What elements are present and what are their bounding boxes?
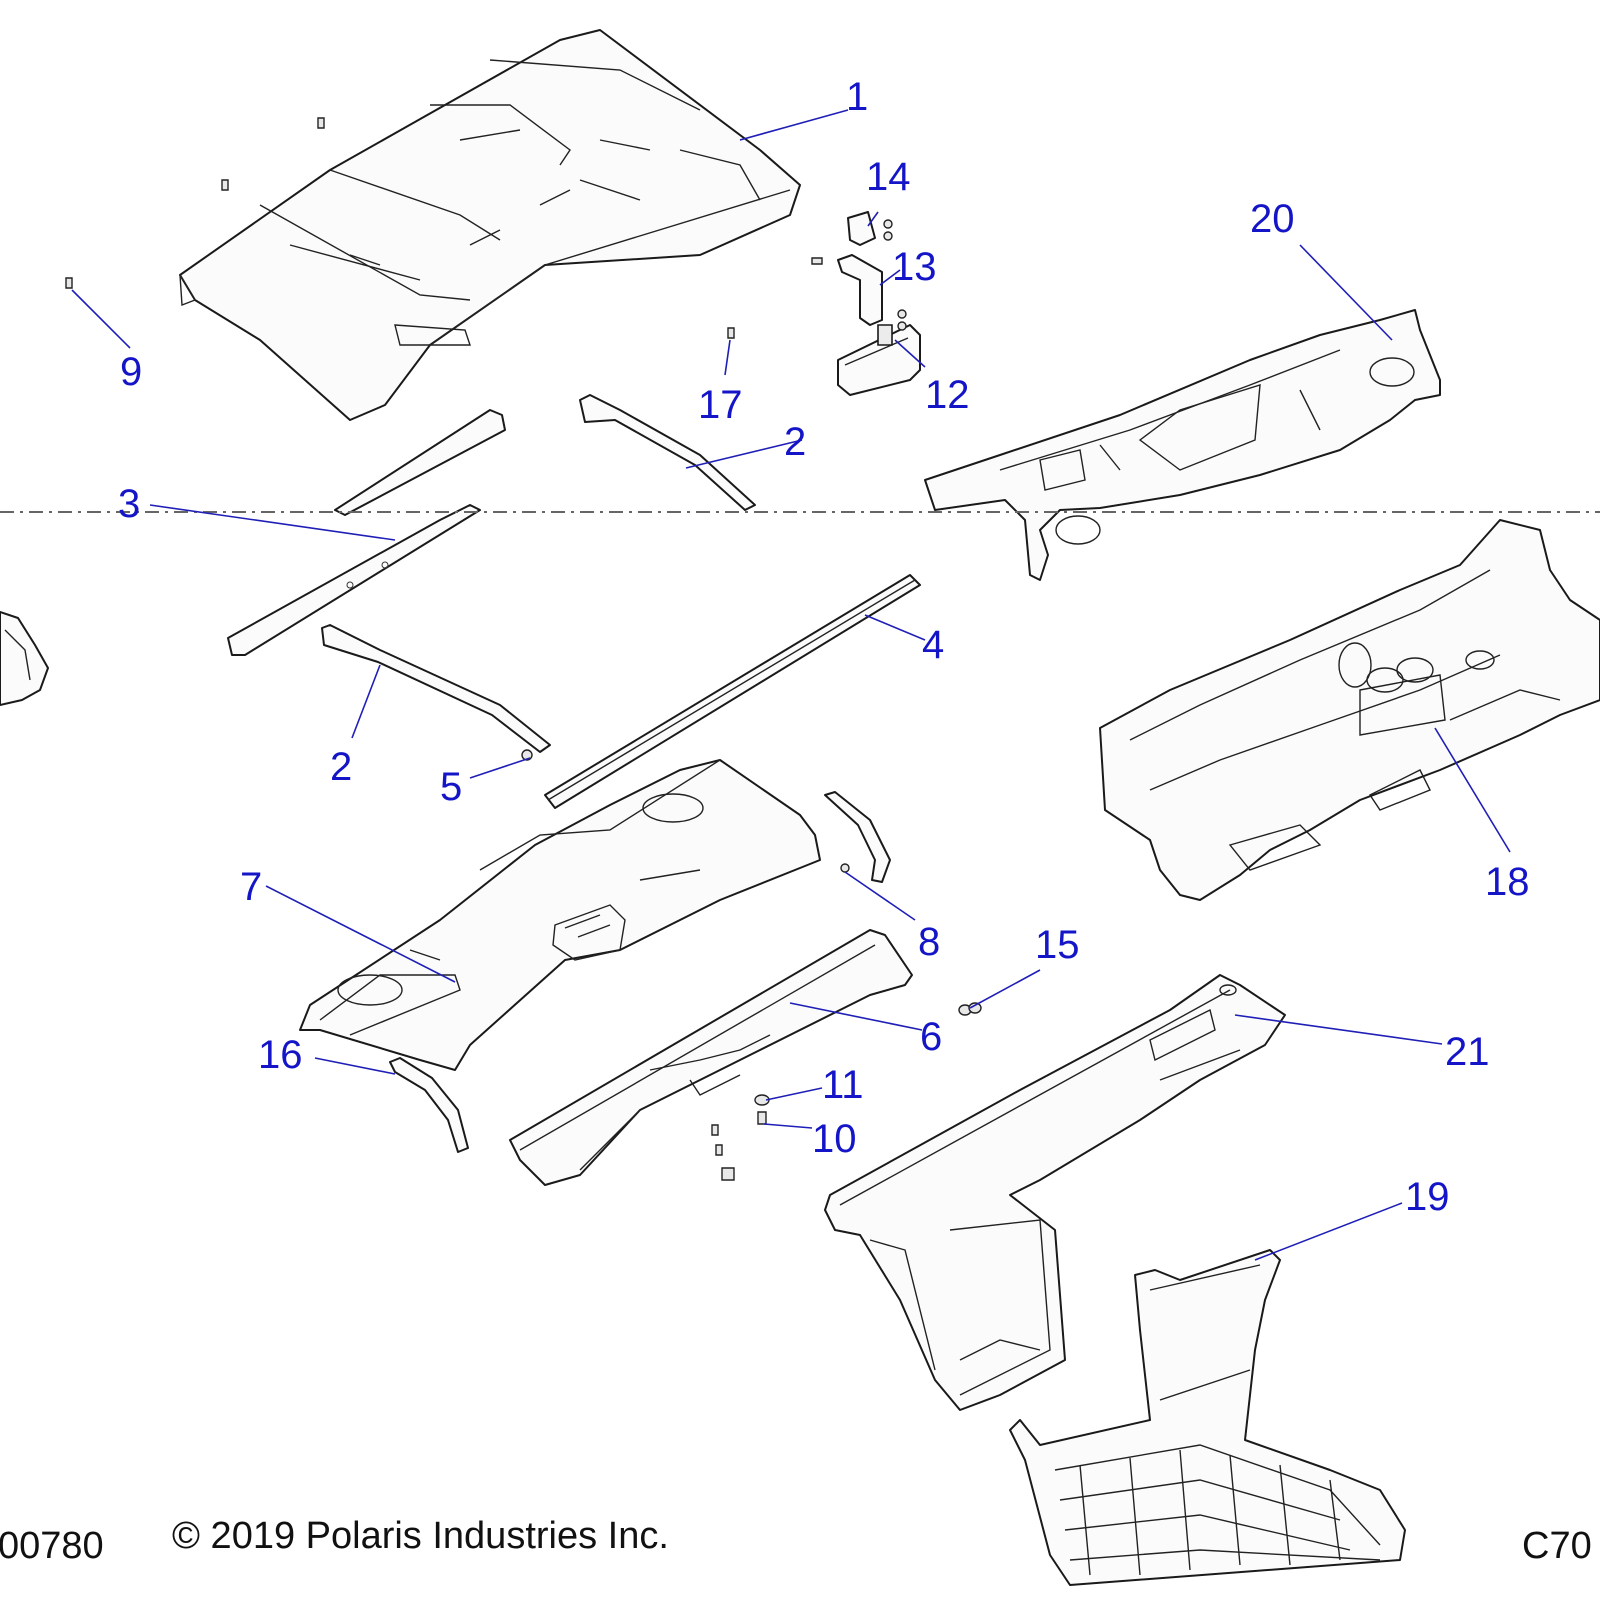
callout-8: 8 — [918, 920, 940, 964]
copyright-notice: © 2019 Polaris Industries Inc. — [172, 1515, 669, 1557]
callout-1: 1 — [846, 75, 868, 119]
center-console-tunnel — [824, 974, 1286, 1411]
roof-fasteners — [65, 117, 735, 339]
partial-bracket-left — [0, 611, 49, 706]
grommet-15 — [958, 1002, 982, 1016]
leader-lines — [71, 109, 1511, 1261]
callout-12: 12 — [925, 373, 970, 417]
callouts: 1 2 2 3 4 5 6 7 8 9 10 11 12 13 14 15 16… — [118, 75, 1530, 1219]
callout-2-lower: 2 — [330, 745, 352, 789]
roof-trim-rail-b — [321, 624, 551, 753]
callout-7: 7 — [240, 865, 262, 909]
roof-trim-rail-a — [579, 394, 756, 511]
callout-4: 4 — [922, 623, 944, 667]
callout-21: 21 — [1445, 1030, 1490, 1074]
callout-11: 11 — [822, 1063, 864, 1107]
callout-10: 10 — [812, 1117, 857, 1161]
roof-part — [179, 29, 801, 421]
callout-16: 16 — [258, 1033, 303, 1077]
callout-18: 18 — [1485, 860, 1530, 904]
fasteners-10-11 — [711, 1094, 770, 1181]
callout-15: 15 — [1035, 923, 1080, 967]
rearview-mirror — [837, 324, 921, 396]
callout-5: 5 — [440, 765, 462, 809]
callout-9: 9 — [120, 350, 142, 394]
mirror-bracket — [811, 211, 907, 331]
callout-17: 17 — [698, 383, 743, 427]
callout-19: 19 — [1405, 1175, 1450, 1219]
rear-panel — [509, 929, 913, 1186]
callout-6: 6 — [920, 1015, 942, 1059]
diagram-code-right: C70 — [1522, 1525, 1592, 1567]
callout-13: 13 — [892, 245, 937, 289]
side-trim-strip-8 — [824, 791, 891, 883]
floor-side-panel — [1009, 1249, 1406, 1586]
long-trim-bar — [544, 574, 921, 809]
side-trim-strip-16 — [389, 1057, 469, 1153]
mirror-mount-arm — [837, 254, 883, 326]
front-header-bar — [227, 409, 506, 656]
headliner-panel — [299, 759, 821, 1071]
callout-2-upper: 2 — [784, 420, 806, 464]
callout-20: 20 — [1250, 197, 1295, 241]
floor-firewall-assembly — [1099, 519, 1600, 901]
diagram-code-left: 00780 — [0, 1525, 104, 1567]
footer: 00780 © 2019 Polaris Industries Inc. C70 — [0, 1515, 1592, 1567]
callout-3: 3 — [118, 482, 140, 526]
dash-frame — [924, 309, 1441, 581]
callout-14: 14 — [866, 155, 911, 199]
